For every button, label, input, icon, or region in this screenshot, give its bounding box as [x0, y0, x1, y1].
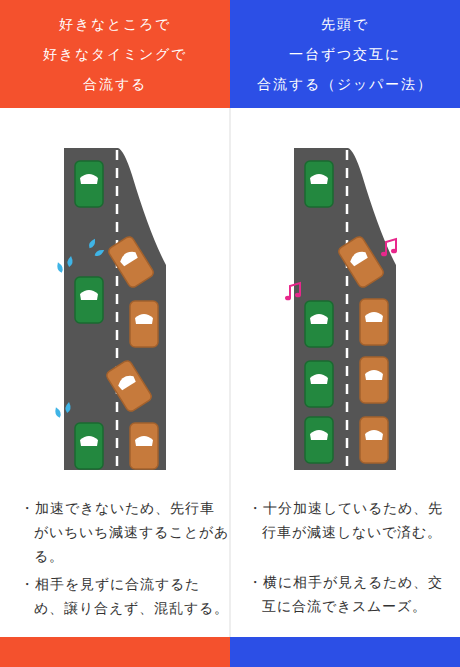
column-divider [230, 108, 231, 637]
bullet-note: ・横に相手が見えるため、交互に合流できスムーズ。 [248, 570, 458, 618]
header-text: 先頭で 一台ずつ交互に 合流する（ジッパー法） [240, 9, 450, 99]
cars [305, 161, 388, 463]
cars [75, 161, 158, 469]
header-band: 好きなところで 好きなタイミングで 合流する [0, 0, 230, 108]
road [294, 148, 396, 470]
header-band: 先頭で 一台ずつ交互に 合流する（ジッパー法） [230, 0, 460, 108]
music-notes [285, 239, 397, 300]
bottom-bar [230, 637, 460, 667]
road [64, 148, 166, 470]
bullet-note: ・十分加速しているため、先行車が減速しないで済む。 [248, 496, 458, 544]
bullet-note: ・加速できないため、先行車がいちいち減速することがある。 [20, 496, 230, 568]
bottom-bar [0, 637, 230, 667]
bullet-note: ・相手を見ずに合流するため、譲り合えず、混乱する。 [20, 572, 230, 620]
sweat-drops [54, 238, 106, 419]
header-text: 好きなところで 好きなタイミングで 合流する [10, 9, 220, 99]
